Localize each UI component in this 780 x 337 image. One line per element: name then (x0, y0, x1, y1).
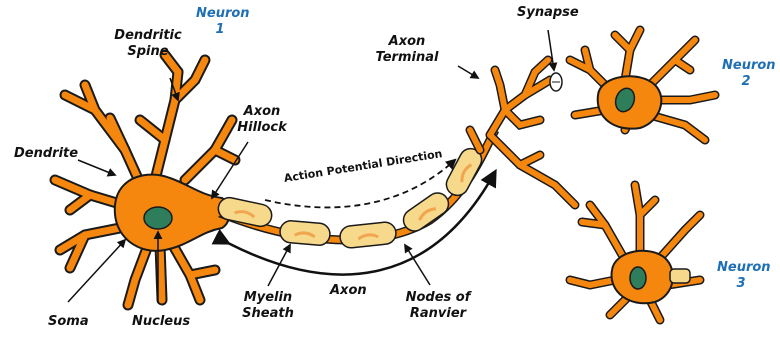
nodes-of-ranvier-label: Nodes of Ranvier (398, 290, 478, 322)
soma-label: Soma (48, 314, 89, 330)
neuron-2-label-line1: Neuron (722, 58, 770, 74)
nucleus-text: Nucleus (132, 314, 190, 330)
nucleus-label: Nucleus (132, 314, 190, 330)
axon-hillock-label: Axon Hillock (236, 104, 288, 136)
myelin-sheath-line1: Myelin (238, 290, 298, 306)
axon-terminal-label: Axon Terminal (372, 34, 442, 66)
neuron-1 (55, 55, 235, 305)
axon-hillock-line1: Axon (236, 104, 288, 120)
axon-terminal-line2: Terminal (372, 50, 442, 66)
nodes-of-ranvier-line2: Ranvier (398, 306, 478, 322)
neuron-1-label: Neuron 1 (196, 6, 244, 38)
axon-hillock-line2: Hillock (236, 120, 288, 136)
neuron-3 (570, 185, 700, 320)
neuron-2 (570, 30, 715, 140)
nodes-of-ranvier-line1: Nodes of (398, 290, 478, 306)
dendritic-spine-line2: Spine (108, 44, 188, 60)
myelin-sheath-label: Myelin Sheath (238, 290, 298, 322)
dendritic-spine-label: Dendritic Spine (108, 28, 188, 60)
neuron-3-nucleus (630, 267, 646, 289)
neuron-1-label-line2: 1 (196, 22, 244, 38)
neuron-2-label-line2: 2 (722, 74, 770, 90)
dendrite-text: Dendrite (14, 146, 78, 162)
soma (115, 175, 230, 251)
neuron-3-axon-stub (670, 269, 690, 283)
myelin-sheath-line2: Sheath (238, 306, 298, 322)
synapse-text: Synapse (517, 5, 579, 21)
neuron-1-label-line1: Neuron (196, 6, 244, 22)
neuron-3-label: Neuron 3 (717, 260, 765, 292)
synapse-marker (550, 73, 562, 91)
neuron-2-label: Neuron 2 (722, 58, 770, 90)
axon-text: Axon (330, 283, 367, 299)
neuron-3-label-line2: 3 (717, 276, 765, 292)
axon-terminal-line1: Axon (372, 34, 442, 50)
neuron-3-label-line1: Neuron (717, 260, 765, 276)
dendrite-label: Dendrite (14, 146, 78, 162)
synapse-label: Synapse (517, 5, 579, 21)
nucleus (144, 207, 172, 229)
dendritic-spine-line1: Dendritic (108, 28, 188, 44)
axon-label: Axon (330, 283, 367, 299)
soma-text: Soma (48, 314, 89, 330)
